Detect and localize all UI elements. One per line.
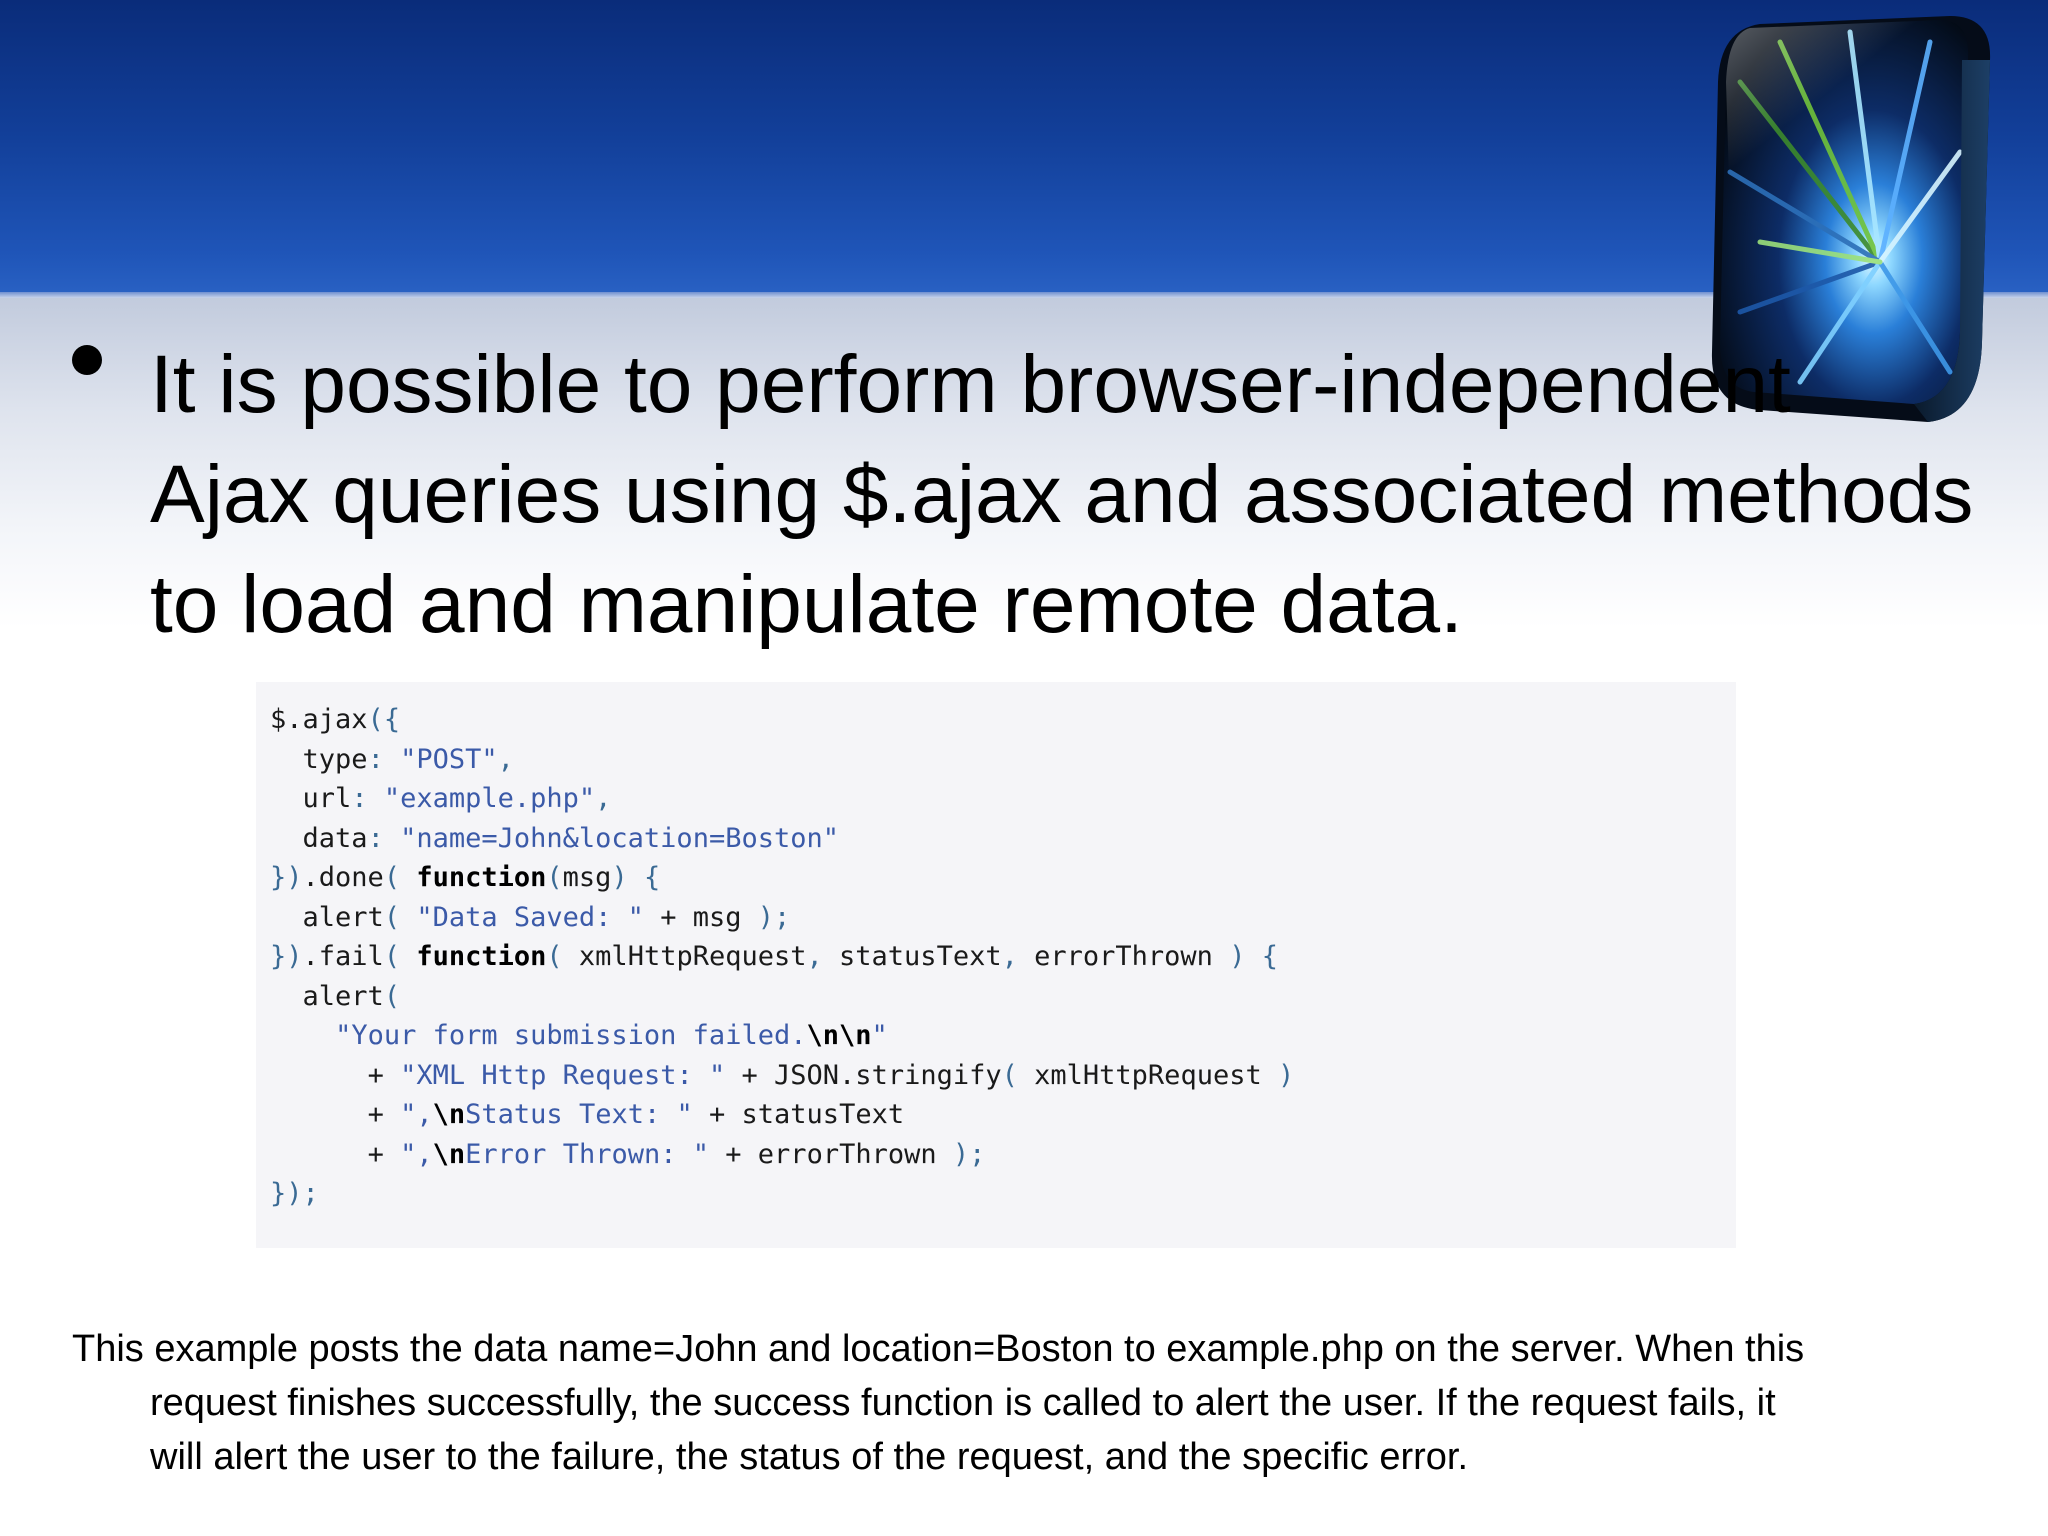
code-panel	[256, 682, 1736, 1248]
code-line: });	[270, 1178, 319, 1209]
light-burst-cube-logo-icon	[1711, 16, 1991, 422]
code-sample: $.ajax({ type: "POST", url: "example.php…	[270, 700, 1294, 1214]
code-line: + "XML Http Request: " + JSON.stringify(…	[367, 1059, 1295, 1091]
code-line: $.ajax({	[270, 704, 401, 735]
code-line: }).fail( function( xmlHttpRequest, statu…	[270, 941, 1278, 972]
bullet-point	[72, 345, 102, 375]
header-band	[0, 0, 2048, 298]
code-line: alert(	[302, 980, 401, 1012]
bullet-text: It is possible to perform browser-indepe…	[150, 330, 2010, 660]
header-divider	[0, 292, 2048, 298]
bullet-line: It is possible to perform browser-indepe…	[150, 339, 1791, 430]
bullet-line: to load and manipulate remote data.	[150, 559, 1463, 650]
code-line: + ",\nStatus Text: " + statusText	[367, 1099, 905, 1130]
code-line: + ",\nError Thrown: " + errorThrown );	[367, 1138, 986, 1170]
caption-line: will alert the user to the failure, the …	[150, 1436, 1469, 1478]
code-line: data: "name=John&location=Boston"	[302, 822, 839, 854]
code-line: alert( "Data Saved: " + msg );	[302, 901, 791, 933]
code-line: url: "example.php",	[302, 783, 612, 814]
code-line: type: "POST",	[302, 743, 514, 775]
code-line: }).done( function(msg) {	[270, 862, 661, 893]
bullet-line: Ajax queries using $.ajax and associated…	[150, 449, 1974, 540]
slide-caption: This example posts the data name=John an…	[72, 1322, 1972, 1484]
caption-line: This example posts the data name=John an…	[72, 1328, 1805, 1370]
code-line: "Your form submission failed.\n\n"	[335, 1020, 888, 1051]
header-fade	[0, 298, 2048, 628]
caption-line: request finishes successfully, the succe…	[150, 1382, 1776, 1424]
